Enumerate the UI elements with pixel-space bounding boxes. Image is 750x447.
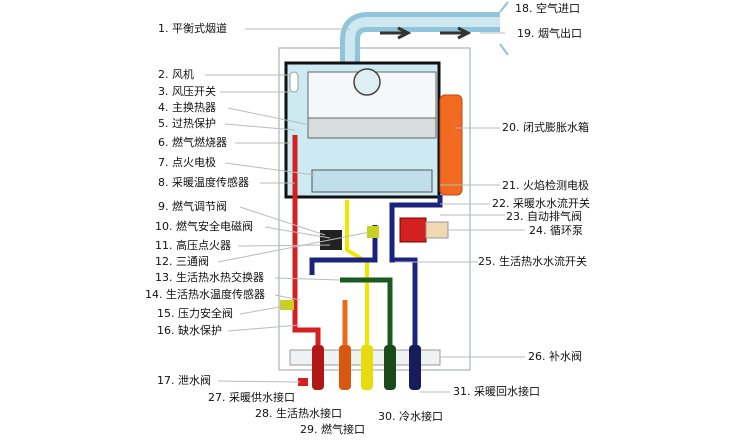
label-4: 4. 主换热器 (158, 101, 216, 114)
label-8: 8. 采暖温度传感器 (158, 176, 249, 189)
air-pressure-switch (289, 71, 299, 93)
label-25: 25. 生活热水水流开关 (478, 255, 587, 268)
pressure-safety-valve (280, 300, 294, 310)
label-2: 2. 风机 (158, 68, 194, 81)
label-12: 12. 三通阀 (155, 255, 209, 268)
label-28: 28. 生活热水接口 (255, 407, 342, 420)
label-1: 1. 平衡式烟道 (158, 22, 227, 35)
gas-pipe (345, 200, 369, 360)
label-16: 16. 缺水保护 (157, 324, 222, 337)
label-26: 26. 补水阀 (528, 350, 582, 363)
label-9: 9. 燃气调节阀 (158, 200, 227, 213)
air-inlet-icon (499, 1, 509, 56)
label-18: 18. 空气进口 (515, 2, 580, 15)
label-15: 15. 压力安全阀 (157, 307, 233, 320)
cold-water-pipe (340, 277, 393, 360)
fittings (312, 345, 421, 390)
outer-frame (278, 47, 471, 371)
arrow-icon (440, 26, 472, 40)
leader-lines (205, 28, 525, 393)
pump-motor (425, 221, 449, 239)
label-13: 13. 生活热水热交换器 (155, 271, 264, 284)
label-31: 31. 采暖回水接口 (453, 385, 540, 398)
label-30: 30. 冷水接口 (378, 410, 443, 423)
label-27: 27. 采暖供水接口 (208, 391, 295, 404)
label-3: 3. 风压开关 (158, 85, 216, 98)
label-20: 20. 闭式膨胀水箱 (502, 121, 589, 134)
arrow-icon (380, 26, 412, 40)
burner (311, 169, 433, 193)
label-21: 21. 火焰检测电极 (502, 179, 589, 192)
heating-return-pipe (389, 195, 443, 360)
three-way-valve (367, 226, 379, 238)
expansion-tank (439, 94, 463, 196)
label-22: 22. 采暖水水流开关 (492, 197, 590, 210)
label-23: 23. 自动排气阀 (506, 210, 582, 223)
return-branch-pipe (309, 225, 378, 275)
drain-valve (298, 378, 308, 386)
label-7: 7. 点火电极 (158, 156, 216, 169)
label-6: 6. 燃气燃烧器 (158, 136, 227, 149)
label-11: 11. 高压点火器 (155, 239, 231, 252)
label-29: 29. 燃气接口 (300, 423, 365, 436)
label-24: 24. 循环泵 (529, 224, 583, 237)
label-5: 5. 过热保护 (158, 117, 216, 130)
label-10: 10. 燃气安全电磁阀 (155, 220, 253, 233)
flue-inner (345, 17, 500, 75)
label-14: 14. 生活热水温度传感器 (145, 288, 265, 301)
circulating-pump (399, 217, 427, 243)
fan-icon (353, 68, 381, 96)
main-heat-exchanger (307, 117, 437, 139)
label-19: 19. 烟气出口 (517, 27, 582, 40)
label-17: 17. 泄水阀 (157, 374, 211, 387)
